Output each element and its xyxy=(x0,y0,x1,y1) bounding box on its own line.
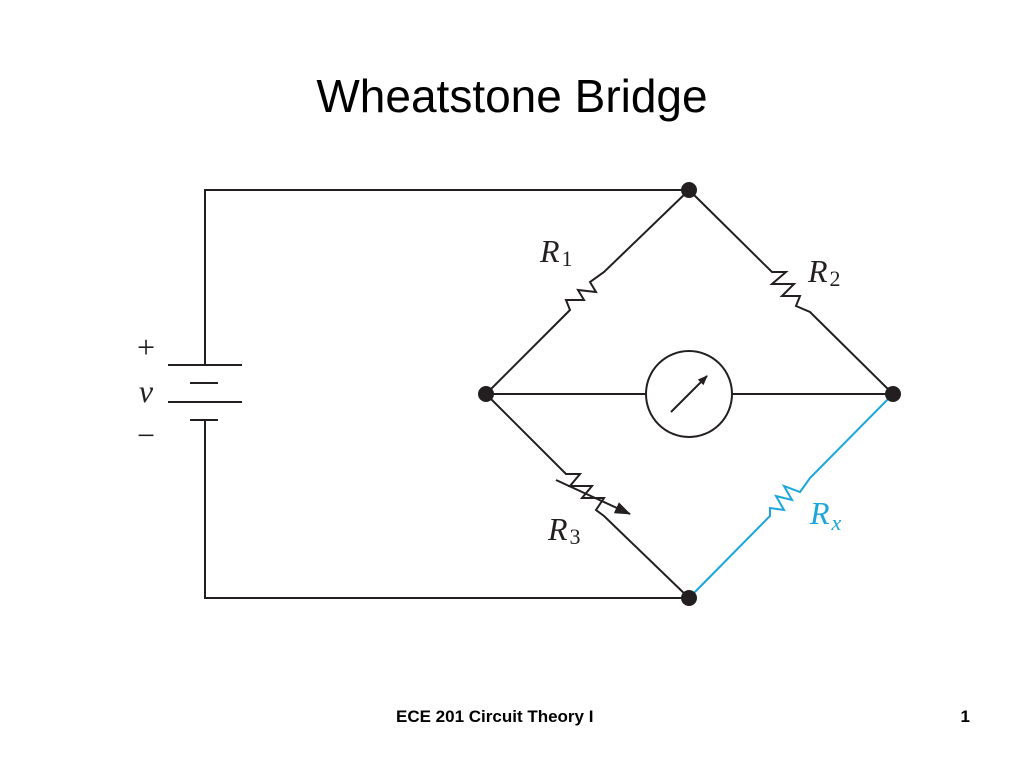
slide-title: Wheatstone Bridge xyxy=(316,70,708,122)
r2-label: R2 xyxy=(807,253,841,291)
galvanometer-branch xyxy=(486,350,893,438)
footer-course-title: ECE 201 Circuit Theory I xyxy=(396,707,594,726)
r1-zigzag xyxy=(485,189,690,395)
bottom-wire xyxy=(204,420,689,599)
resistor-r1: R1 xyxy=(485,189,690,395)
outer-loop-wires xyxy=(204,189,689,599)
circuit-nodes xyxy=(478,182,901,606)
top-wire xyxy=(204,189,689,365)
node-bottom xyxy=(681,590,697,606)
r1-label: R1 xyxy=(539,233,573,271)
page-number: 1 xyxy=(960,707,970,726)
resistor-r2: R2 xyxy=(688,189,894,395)
rx-label: Rx xyxy=(809,495,842,535)
galvanometer-icon xyxy=(645,350,733,438)
r3-zigzag xyxy=(485,393,690,599)
node-right xyxy=(885,386,901,402)
r3-label: R3 xyxy=(547,511,581,549)
r2-zigzag xyxy=(688,189,894,395)
source-minus-sign: − xyxy=(137,417,155,453)
resistor-rx: Rx xyxy=(688,393,894,599)
resistor-r3: R3 xyxy=(485,393,690,599)
node-top xyxy=(681,182,697,198)
r3-variable-arrow xyxy=(555,479,631,515)
node-left xyxy=(478,386,494,402)
source-voltage-label: v xyxy=(139,373,154,409)
voltage-source: + v − xyxy=(137,329,242,453)
rx-zigzag xyxy=(688,393,894,599)
source-plus-sign: + xyxy=(137,329,155,365)
